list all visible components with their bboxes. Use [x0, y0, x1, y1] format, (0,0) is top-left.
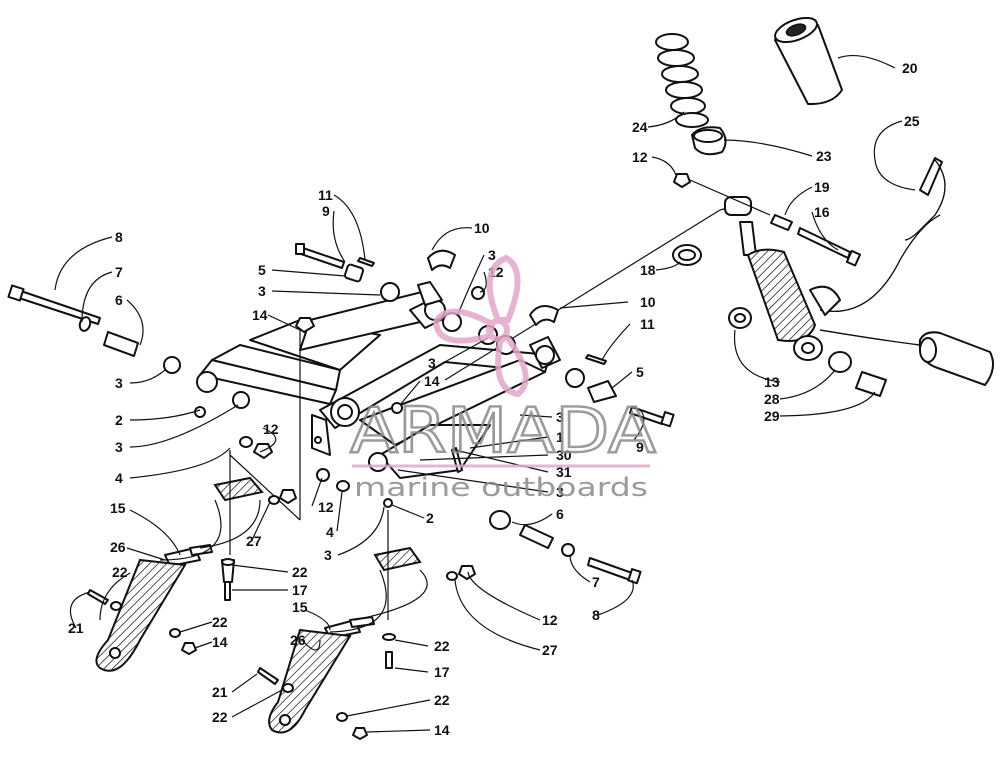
- callout-22: 22: [292, 564, 308, 580]
- callout-8: 8: [592, 607, 600, 623]
- logo-petal-right: [495, 331, 529, 398]
- callout-14: 14: [252, 307, 268, 323]
- callout-2: 2: [115, 412, 123, 428]
- callout-5: 5: [258, 262, 266, 278]
- callout-3: 3: [556, 409, 564, 425]
- rear-arm-assembly: [7, 205, 736, 521]
- callout-8: 8: [115, 229, 123, 245]
- callout-28: 28: [764, 391, 780, 407]
- callout-15: 15: [292, 599, 308, 615]
- callout-14: 14: [212, 634, 228, 650]
- callout-2: 2: [426, 510, 434, 526]
- callout-12: 12: [632, 149, 648, 165]
- logo-hub: [486, 318, 510, 342]
- callout-21: 21: [212, 684, 228, 700]
- leader-lines: [54, 55, 916, 733]
- callout-3: 3: [258, 283, 266, 299]
- callout-22: 22: [212, 709, 228, 725]
- callout-3: 3: [115, 439, 123, 455]
- callout-25: 25: [904, 113, 920, 129]
- callout-22: 22: [434, 692, 450, 708]
- callout-3: 3: [556, 484, 564, 500]
- callout-22: 22: [112, 564, 128, 580]
- callout-24: 24: [632, 119, 648, 135]
- callout-11: 11: [640, 316, 655, 332]
- callout-7: 7: [115, 264, 123, 280]
- callout-3: 3: [324, 547, 332, 563]
- callout-12: 12: [263, 421, 279, 437]
- callout-3: 3: [115, 375, 123, 391]
- callout-1: 1: [556, 429, 564, 445]
- callout-26: 26: [110, 539, 126, 555]
- callout-5: 5: [636, 364, 644, 380]
- shock-absorber-assembly: [655, 16, 995, 397]
- callout-6: 6: [556, 506, 564, 522]
- callout-29: 29: [764, 408, 780, 424]
- callout-14: 14: [424, 373, 440, 389]
- callout-19: 19: [814, 179, 830, 195]
- callout-17: 17: [434, 664, 450, 680]
- callout-21: 21: [68, 620, 84, 636]
- logo-petal-top: [486, 254, 521, 323]
- watermark: ARMADA marine outboards: [349, 254, 657, 503]
- callout-26: 26: [290, 632, 306, 648]
- bushings-and-hardware: [194, 243, 675, 585]
- watermark-logo-icon: [432, 254, 529, 398]
- callout-11: 11: [318, 187, 333, 203]
- lower-arms: [87, 450, 476, 740]
- callout-17: 17: [292, 582, 308, 598]
- callout-10: 10: [640, 294, 656, 310]
- callout-14: 14: [434, 722, 450, 738]
- callout-7: 7: [592, 574, 600, 590]
- callout-30: 30: [556, 447, 572, 463]
- callout-9: 9: [322, 203, 330, 219]
- callout-6: 6: [115, 292, 123, 308]
- callout-20: 20: [902, 60, 918, 76]
- watermark-brand: ARMADA: [350, 394, 656, 467]
- callout-labels: 8 7 6 3 2 3 4 12 14 11 9 5 3 10 3 12 10 …: [68, 60, 920, 738]
- callout-4: 4: [115, 470, 123, 486]
- watermark-tagline: marine outboards: [354, 473, 648, 503]
- callout-9: 9: [636, 439, 644, 455]
- logo-petal-left: [432, 308, 496, 344]
- callout-23: 23: [816, 148, 832, 164]
- callout-3: 3: [488, 247, 496, 263]
- callout-13: 13: [764, 374, 780, 390]
- callout-22: 22: [212, 614, 228, 630]
- callout-12: 12: [542, 612, 558, 628]
- callout-12: 12: [318, 499, 334, 515]
- callout-4: 4: [326, 524, 334, 540]
- callout-27: 27: [542, 642, 558, 658]
- callout-18: 18: [640, 262, 656, 278]
- callout-31: 31: [556, 464, 572, 480]
- callout-22: 22: [434, 638, 450, 654]
- spring: [655, 33, 709, 128]
- callout-10: 10: [474, 220, 490, 236]
- callout-15: 15: [110, 500, 126, 516]
- callout-16: 16: [814, 204, 830, 220]
- callout-3: 3: [428, 355, 436, 371]
- callout-27: 27: [246, 533, 262, 549]
